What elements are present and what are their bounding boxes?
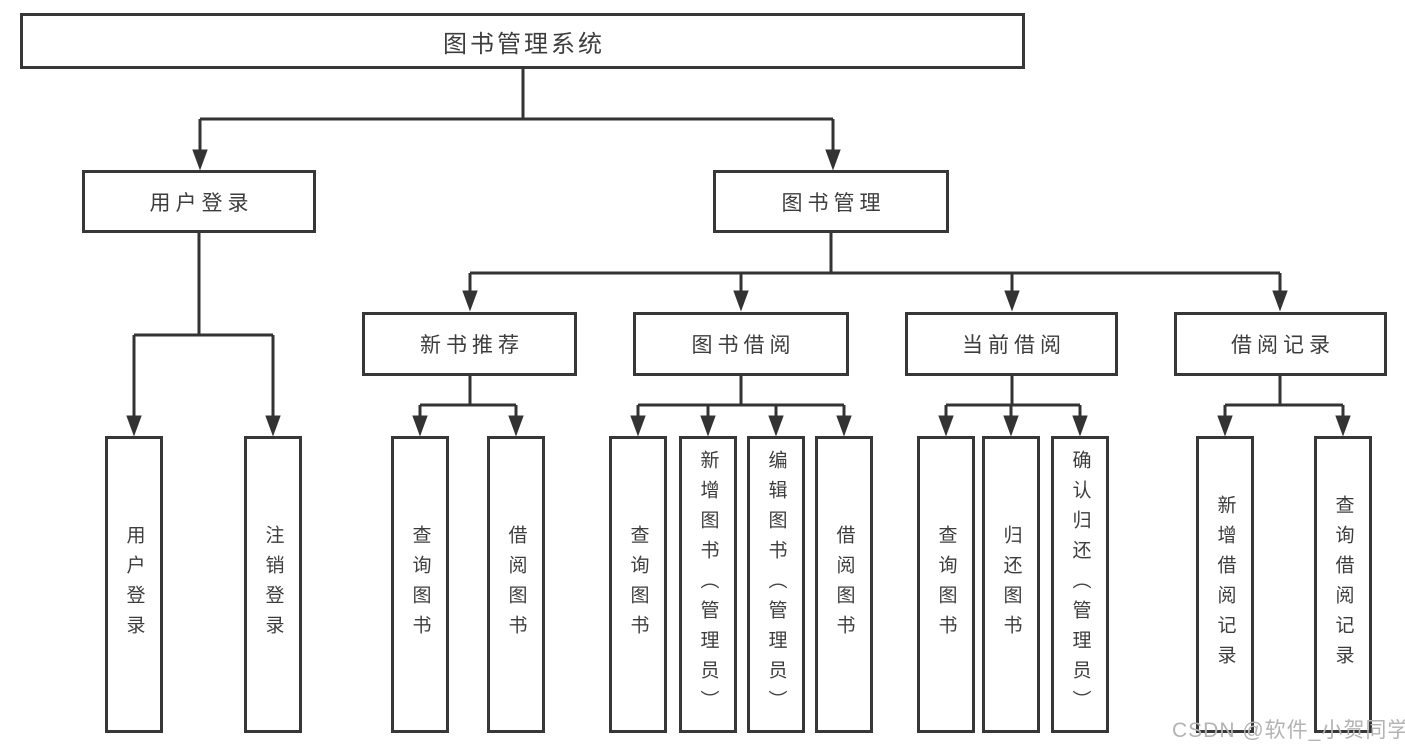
leaf-add-borrow-record-label: 新增借阅记录: [1214, 494, 1236, 675]
connector-mgmt-to-sections: [468, 233, 1282, 293]
leaf-query-borrow-record-label: 查询借阅记录: [1332, 494, 1354, 675]
node-new-book-recommend: 新书推荐: [362, 312, 577, 376]
connector-newbook-to-leaves: [418, 376, 518, 418]
node-current-borrowing: 当前借阅: [905, 312, 1118, 376]
leaf-user-login: 用户登录: [105, 436, 163, 733]
node-book-management: 图书管理: [713, 170, 949, 233]
leaf-borrow-books-recommend-label: 借阅图书: [505, 524, 527, 645]
connector-root-to-level2: [198, 69, 835, 152]
node-user-login-group: 用户登录: [82, 170, 316, 233]
leaf-query-books-borrow-label: 查询图书: [627, 524, 649, 645]
leaf-add-book-admin: 新增图书（管理员）: [679, 436, 737, 733]
leaf-return-book: 归还图书: [982, 436, 1040, 733]
leaf-query-books-current-label: 查询图书: [935, 524, 957, 645]
node-root-library-system: 图书管理系统: [20, 13, 1025, 69]
leaf-add-book-admin-label: 新增图书（管理员）: [697, 449, 719, 720]
leaf-query-books-current: 查询图书: [917, 436, 975, 733]
connector-login-to-leaves: [132, 233, 275, 418]
node-borrowing-records: 借阅记录: [1174, 312, 1387, 376]
connector-borrow-to-leaves: [636, 376, 846, 418]
arrowheads: [126, 149, 1351, 437]
leaf-query-books-recommend-label: 查询图书: [409, 524, 431, 645]
connector-current-to-leaves: [944, 376, 1082, 418]
leaf-borrow-books: 借阅图书: [815, 436, 873, 733]
leaf-query-books-recommend: 查询图书: [391, 436, 449, 733]
leaf-edit-book-admin: 编辑图书（管理员）: [747, 436, 805, 733]
leaf-logout-label: 注销登录: [262, 524, 284, 645]
leaf-user-login-label: 用户登录: [123, 524, 145, 645]
connector-records-to-leaves: [1223, 376, 1345, 418]
leaf-return-book-label: 归还图书: [1000, 524, 1022, 645]
leaf-logout: 注销登录: [244, 436, 302, 733]
leaf-query-books-borrow: 查询图书: [609, 436, 667, 733]
node-book-borrowing: 图书借阅: [633, 312, 849, 376]
leaf-confirm-return-admin-label: 确认归还（管理员）: [1069, 449, 1091, 720]
leaf-edit-book-admin-label: 编辑图书（管理员）: [765, 449, 787, 720]
leaf-confirm-return-admin: 确认归还（管理员）: [1051, 436, 1109, 733]
leaf-query-borrow-record: 查询借阅记录: [1314, 436, 1372, 733]
csdn-watermark: CSDN @软件_小贺同学: [1172, 719, 1405, 742]
leaf-borrow-books-recommend: 借阅图书: [487, 436, 545, 733]
leaf-add-borrow-record: 新增借阅记录: [1196, 436, 1254, 733]
leaf-borrow-books-label: 借阅图书: [833, 524, 855, 645]
